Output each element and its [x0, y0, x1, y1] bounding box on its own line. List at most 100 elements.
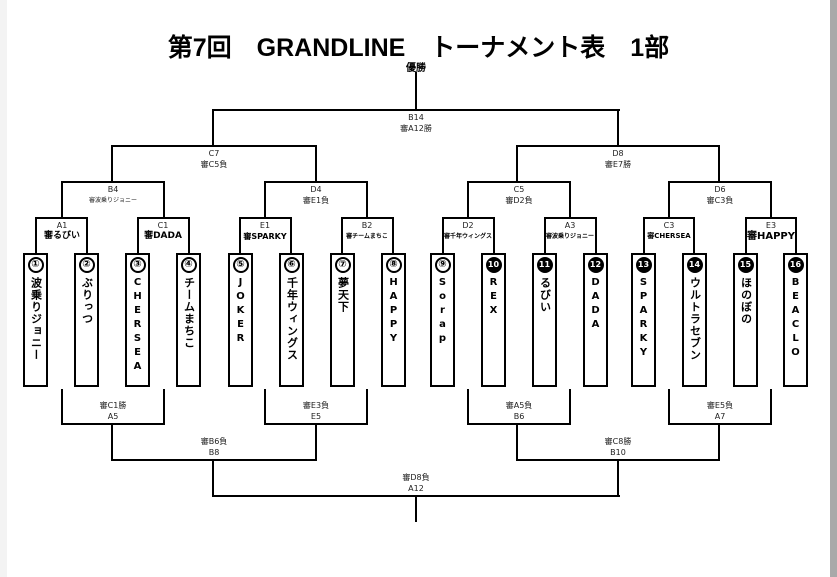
semi-right-line	[516, 145, 720, 147]
r2-match-label: B4 審波乗りジョニー	[43, 184, 183, 206]
referee: 審A5負	[505, 401, 533, 410]
match-id: A5	[107, 412, 119, 421]
match-id: E5	[310, 412, 322, 421]
r1-leg	[35, 217, 37, 254]
match-id: A1	[56, 221, 68, 230]
lr2-leg	[315, 423, 317, 461]
r2-line-1	[61, 181, 165, 183]
r1-leg	[137, 217, 139, 254]
r2-line-2	[264, 181, 368, 183]
scrollbar-track[interactable]	[830, 0, 837, 577]
r1-match-label: B2 審チームまちこ	[297, 220, 437, 242]
team-name: DADA	[590, 277, 601, 333]
lfinal-leg	[212, 459, 214, 497]
match-id: C3	[663, 221, 675, 230]
champion-label: 優勝	[406, 63, 426, 74]
lr2-leg	[516, 423, 518, 461]
match-id: E3	[765, 221, 777, 230]
seed-number: ③	[129, 257, 146, 273]
referee: 審E7勝	[604, 160, 632, 169]
match-id: C5	[513, 185, 525, 194]
match-id: B14	[408, 113, 424, 122]
r1-leg	[693, 217, 695, 254]
r1-match-label: C3 審CHERSEA	[599, 220, 739, 242]
page-title: 第7回 GRANDLINE トーナメント表 1部	[167, 34, 670, 62]
referee: 審B6負	[200, 437, 228, 446]
referee: 審チームまちこ	[346, 233, 388, 240]
r2-line-3	[467, 181, 571, 183]
r1-leg	[442, 217, 444, 254]
referee: 審E5負	[706, 401, 734, 410]
referee: 審C3負	[706, 196, 734, 205]
match-id: C1	[157, 221, 169, 230]
team-name: 夢天下	[336, 277, 350, 313]
team-box[interactable]: ① 波乗りジョニー	[23, 253, 48, 387]
r1-line-5	[442, 217, 495, 219]
r1-line-2	[137, 217, 190, 219]
seed-number: ②	[78, 257, 95, 273]
seed-number: 13	[635, 257, 652, 273]
r1-match-label: D2 審千年ウィングス	[398, 220, 538, 242]
semi-right-leg-a	[516, 145, 518, 183]
r1-leg	[239, 217, 241, 254]
referee: 審D2負	[505, 196, 533, 205]
team-name: 波乗りジョニー	[29, 277, 43, 361]
referee: 審波乗りジョニー	[545, 233, 594, 240]
referee: 審波乗りジョニー	[88, 197, 137, 204]
seed-number: 16	[787, 257, 804, 273]
seed-number: 14	[686, 257, 703, 273]
referee: 審るびい	[43, 231, 80, 241]
champion-connector	[415, 72, 417, 111]
semi-left-line	[111, 145, 317, 147]
match-id: B8	[208, 448, 220, 457]
referee: 審E3負	[302, 401, 330, 410]
lr1-leg	[569, 389, 571, 425]
seed-number: 12	[587, 257, 604, 273]
semi-match-label: C7 審C5負	[144, 148, 284, 170]
r1-match-label: A3 審波乗りジョニー	[500, 220, 640, 242]
seed-number: ①	[27, 257, 44, 273]
r1-match-label: C1 審DADA	[93, 220, 233, 242]
referee: 審A12勝	[400, 124, 432, 133]
r1-leg	[493, 217, 495, 254]
r2-match-label: D4 審E1負	[246, 184, 386, 206]
lr2-match-label: 審B6負 B8	[144, 436, 284, 458]
final-left-leg	[212, 109, 214, 147]
r1-leg	[86, 217, 88, 254]
final-bracket-line	[212, 109, 620, 111]
r1-line-3	[239, 217, 292, 219]
seed-number: ⑥	[283, 257, 300, 273]
team-name: JOKER	[235, 277, 246, 347]
team-name: SPARKY	[638, 277, 649, 361]
seed-number: 11	[536, 257, 553, 273]
match-id: C7	[208, 149, 220, 158]
semi-match-label: D8 審E7勝	[548, 148, 688, 170]
lr1-leg	[61, 389, 63, 425]
team-name: Sorap	[437, 277, 448, 347]
lr2-leg	[111, 423, 113, 461]
team-name: BEACLO	[790, 277, 801, 361]
team-name: REX	[488, 277, 499, 319]
match-id: B4	[107, 185, 119, 194]
r1-leg	[643, 217, 645, 254]
lfinal-stem	[415, 495, 417, 522]
seed-number: 10	[485, 257, 502, 273]
referee: 審C1勝	[99, 401, 127, 410]
semi-left-leg-a	[111, 145, 113, 183]
match-id: B6	[513, 412, 525, 421]
